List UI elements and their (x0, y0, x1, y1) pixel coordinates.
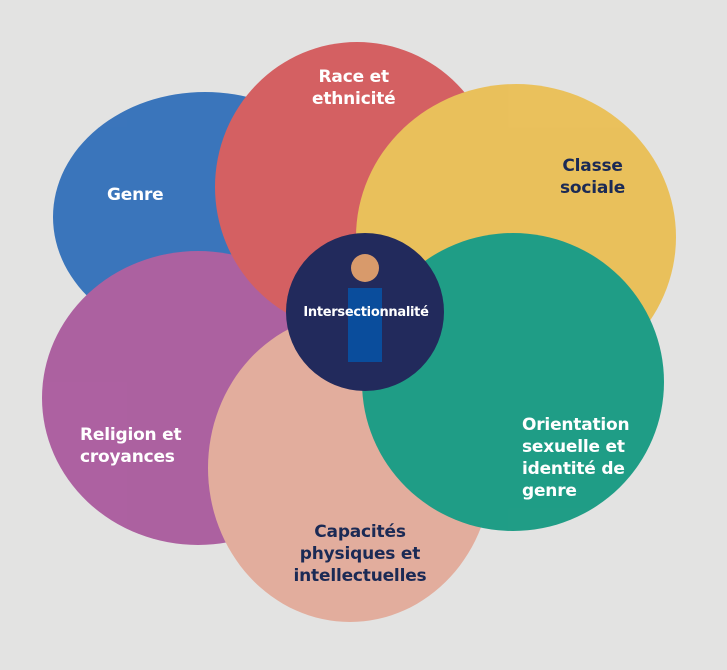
label-religion-line-1: Religion et (80, 425, 182, 445)
label-orientation-line-3: identité de (522, 459, 625, 479)
label-orientation-line-1: Orientation (522, 415, 630, 435)
label-classe-line-1: Classe (562, 156, 623, 176)
label-capacites-line-2: physiques et (299, 544, 421, 564)
label-classe-line-2: sociale (560, 178, 626, 198)
icon-body (348, 288, 382, 362)
center-label: Intersectionnalité (303, 305, 429, 320)
icon-head (351, 254, 379, 282)
label-religion: Religion et croyances (80, 424, 182, 468)
label-orientation: Orientation sexuelle et identité de genr… (522, 414, 630, 502)
label-classe: Classe sociale (560, 155, 625, 199)
label-race-line-1: Race et (318, 67, 390, 87)
label-capacites-line-3: intellectuelles (293, 566, 427, 586)
label-orientation-line-4: genre (522, 481, 577, 501)
label-capacites: Capacités physiques et intellectuelles (287, 521, 433, 587)
label-orientation-line-2: sexuelle et (522, 437, 625, 457)
label-religion-line-2: croyances (80, 447, 175, 467)
label-capacites-line-1: Capacités (314, 522, 406, 542)
label-genre: Genre (107, 184, 164, 206)
label-race: Race et ethnicité (312, 66, 396, 110)
label-genre-line-1: Genre (107, 185, 164, 205)
label-race-line-2: ethnicité (312, 89, 396, 109)
info-person-icon (348, 254, 382, 362)
